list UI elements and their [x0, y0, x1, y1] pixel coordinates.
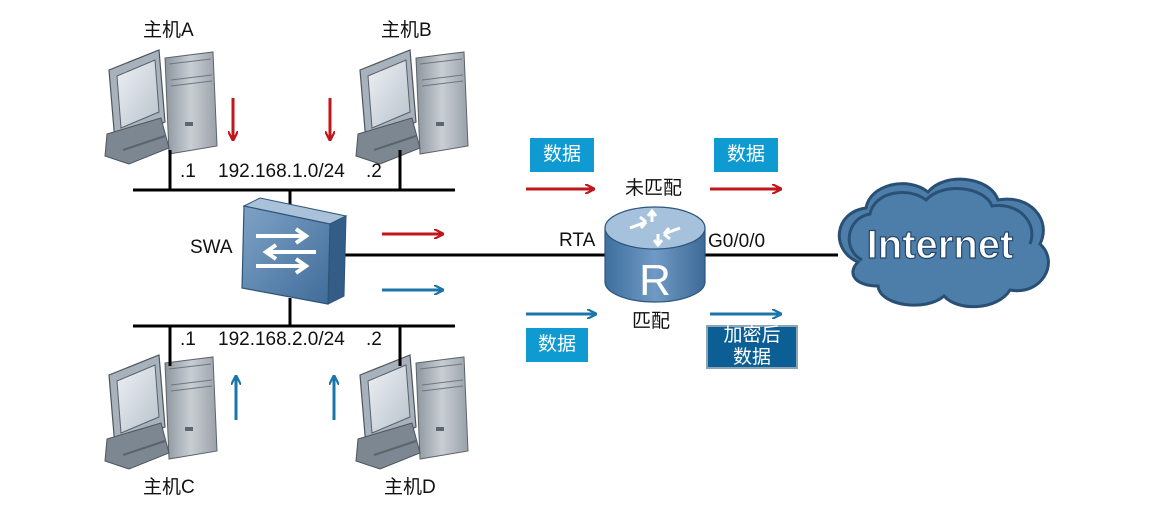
- host-a-computer-icon: [104, 49, 218, 165]
- internet-cloud-icon: Internet: [837, 177, 1050, 309]
- unmatched-data-in-tag: 数据: [530, 138, 594, 172]
- router-glyph: R: [639, 256, 671, 305]
- unmatched-label: 未匹配: [625, 178, 683, 199]
- switch-icon: [241, 197, 348, 305]
- encrypted-data-line2: 数据: [732, 347, 771, 368]
- host-b-label: 主机B: [381, 20, 432, 41]
- host-d-computer-icon: [355, 354, 469, 470]
- unmatched-data-out-tag: 数据: [714, 138, 778, 172]
- bottom-left-host-address: .1: [180, 329, 196, 350]
- top-left-host-address: .1: [180, 161, 196, 182]
- bottom-right-host-address: .2: [366, 329, 382, 350]
- router-label: RTA: [559, 230, 596, 251]
- host-b-computer-icon: [355, 49, 469, 165]
- internet-label: Internet: [867, 223, 1014, 267]
- router-icon: R: [604, 206, 706, 305]
- top-network-label: 192.168.1.0/24: [218, 161, 345, 182]
- encrypted-data-tag: 加密后 数据: [706, 325, 798, 369]
- host-c-label: 主机C: [143, 477, 195, 498]
- bottom-network-label: 192.168.2.0/24: [218, 329, 345, 350]
- router-interface-label: G0/0/0: [708, 231, 766, 252]
- switch-label: SWA: [190, 237, 233, 258]
- encrypted-data-line1: 加密后: [723, 325, 781, 347]
- matched-data-in-tag: 数据: [526, 328, 588, 362]
- host-a-label: 主机A: [143, 20, 194, 41]
- top-right-host-address: .2: [366, 161, 382, 182]
- host-d-label: 主机D: [384, 477, 436, 498]
- host-c-computer-icon: [104, 354, 218, 470]
- matched-label: 匹配: [632, 311, 671, 332]
